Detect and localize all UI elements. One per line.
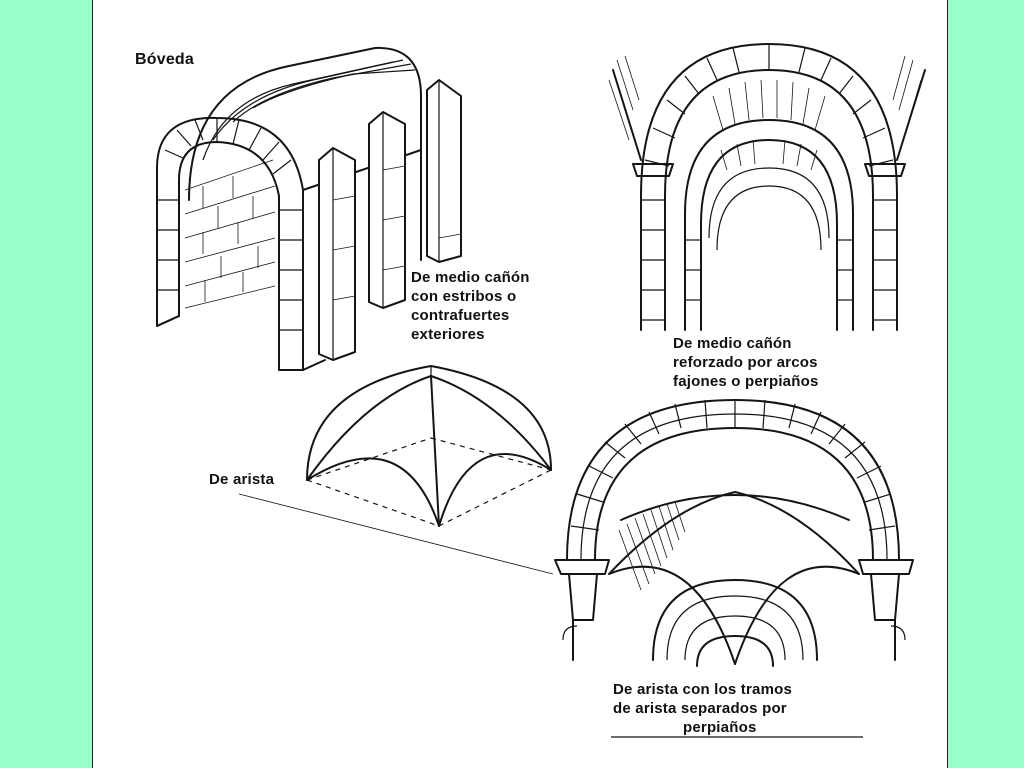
barrel-vault-transverse-arches-illustration	[608, 43, 926, 331]
barrel-vault-buttress-illustration	[156, 46, 462, 371]
slide-page: Bóveda	[92, 0, 948, 768]
label-barrel-buttress: De medio cañón con estribos o contrafuer…	[411, 269, 530, 343]
groin-vault-illustration	[238, 365, 554, 575]
label-groin-bays: De arista con los tramos de arista separ…	[613, 681, 793, 736]
label-barrel-transverse: De medio cañón reforzado por arcos fajon…	[673, 335, 819, 390]
groin-vault-bays-illustration	[554, 399, 914, 738]
diagram-title: Bóveda	[135, 51, 194, 68]
label-groin: De arista	[209, 471, 275, 488]
